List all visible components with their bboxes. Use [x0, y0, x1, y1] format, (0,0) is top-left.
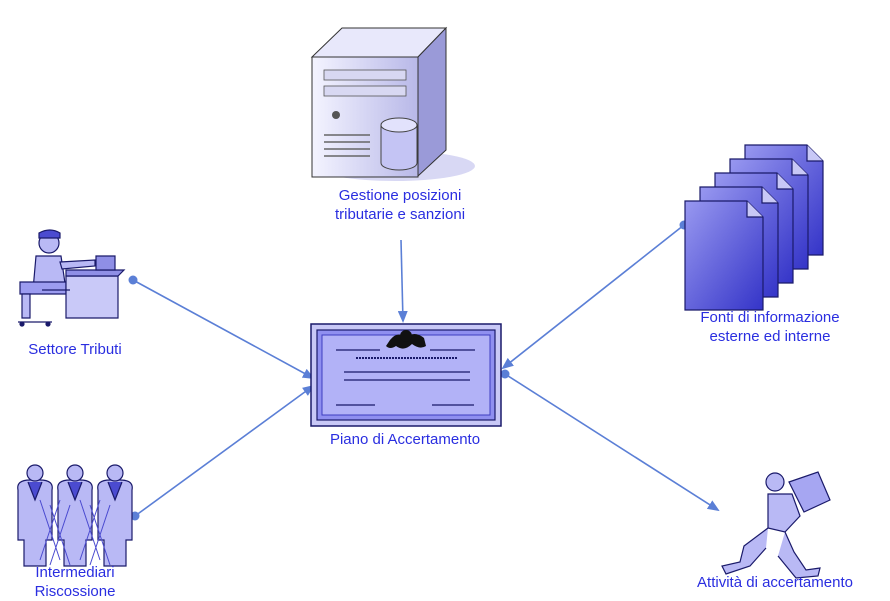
- connector-settore-to-piano: [132, 279, 315, 379]
- intermediari-label-line-2: Riscossione: [34, 583, 116, 600]
- piano-label: Piano di Accertamento: [285, 430, 525, 449]
- server-label: Gestione posizioni tributarie e sanzioni: [290, 186, 510, 224]
- connector-fonti-to-piano: [501, 224, 685, 370]
- server-label-line-1: Gestione posizioni: [338, 187, 462, 204]
- person-at-desk-icon: [18, 229, 126, 327]
- attivita-label: Attività di accertamento: [660, 573, 890, 592]
- attivita-label-line-1: Attività di accertamento: [697, 574, 853, 591]
- fonti-label-line-1: Fonti di informazione: [700, 309, 840, 326]
- connectors: [132, 224, 720, 517]
- piano-label-line-1: Piano di Accertamento: [329, 431, 481, 448]
- person-carrying-box-icon: [721, 471, 831, 579]
- connector-dot-intermediari: [130, 511, 140, 521]
- settore-label: Settore Tributi: [0, 340, 150, 359]
- group-of-people-icon: [17, 464, 133, 567]
- connector-server-to-piano: [397, 239, 408, 323]
- document-stack-icon: [684, 144, 824, 311]
- connector-dot-piano: [500, 369, 510, 379]
- server-database-icon: [310, 26, 475, 181]
- intermediari-label-line-1: Intermediari: [35, 564, 115, 581]
- fonti-label: Fonti di informazione esterne ed interne: [650, 308, 890, 346]
- fonti-label-line-2: esterne ed interne: [709, 328, 831, 345]
- server-label-line-2: tributarie e sanzioni: [334, 206, 466, 223]
- certificate-icon: [310, 323, 502, 427]
- intermediari-label: Intermediari Riscossione: [0, 563, 150, 601]
- settore-label-line-1: Settore Tributi: [28, 341, 122, 358]
- connector-intermediari-to-piano: [134, 384, 315, 517]
- connector-piano-to-attivita: [504, 373, 720, 512]
- connector-dot-settore: [128, 275, 138, 285]
